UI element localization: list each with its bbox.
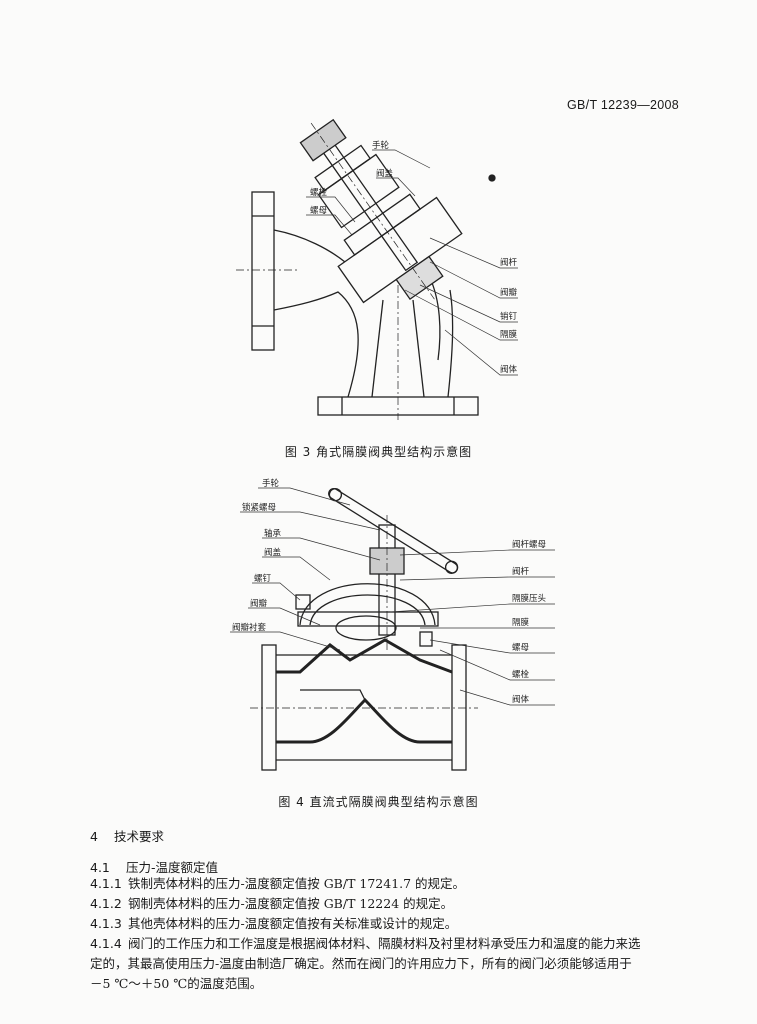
section-4-1-heading: 4.1 压力-温度额定值 [90, 857, 218, 876]
clause-number: 4.1.2 [90, 896, 122, 911]
figure-3-drawing: 手轮 阀盖 螺栓 螺母 阀杆 阀瓣 销钉 隔膜 阀体 [236, 118, 518, 420]
clause-text: 钢制壳体材料的压力-温度额定值按 GB/T 12224 的规定。 [128, 896, 454, 911]
section-number: 4.1 [90, 860, 110, 875]
fig4-label-bonnet: 阀盖 [264, 547, 282, 558]
figure-3-caption: 图 3 角式隔膜阀典型结构示意图 [284, 445, 473, 459]
fig4-label-diaphragm: 隔膜 [512, 617, 530, 628]
clause-4-1-2: 4.1.2 钢制壳体材料的压力-温度额定值按 GB/T 12224 的规定。 [90, 894, 680, 914]
clause-4-1-4-continued-2: －5 ℃～＋50 ℃的温度范围。 [90, 976, 263, 991]
clause-text: 阀门的工作压力和工作温度是根据阀体材料、隔膜材料及衬里材料承受压力和温度的能力来… [128, 936, 641, 951]
fig4-label-stem-nut: 阀杆螺母 [512, 539, 546, 550]
fig3-body-top [273, 229, 346, 263]
clause-text: 其他壳体材料的压力-温度额定值按有关标准或设计的规定。 [128, 916, 458, 931]
fig4-label-disc-liner: 阀瓣衬套 [232, 622, 267, 633]
fig3-label-stem: 阀杆 [500, 257, 518, 268]
figure-4-caption: 图 4 直流式隔膜阀典型结构示意图 [278, 795, 479, 809]
fig3-label-nut: 螺母 [310, 205, 327, 216]
standard-code: GB/T 12239—2008 [567, 98, 679, 112]
fig4-right-flange [451, 644, 467, 771]
clause-4-1-4-continued: 定的，其最高使用压力-温度由制造厂确定。然而在阀门的许用应力下，所有的阀门必须能… [90, 956, 632, 971]
clause-4-1-4: 4.1.4 阀门的工作压力和工作温度是根据阀体材料、隔膜材料及衬里材料承受压力和温… [90, 934, 680, 954]
fig4-label-lock-nut: 锁紧螺母 [242, 502, 276, 513]
fig4-compressor [335, 615, 397, 641]
clause-4-1-3: 4.1.3 其他壳体材料的压力-温度额定值按有关标准或设计的规定。 [90, 914, 680, 934]
section-4-heading: 4 技术要求 [90, 826, 164, 845]
fig3-label-diaphragm: 隔膜 [500, 329, 518, 340]
fig4-label-bearing: 轴承 [264, 528, 282, 539]
fig3-left-flange [251, 191, 275, 351]
fig4-label-screw: 螺钉 [254, 573, 272, 584]
fig4-label-disc: 阀瓣 [250, 598, 268, 609]
fig4-label-compressor: 隔膜压头 [512, 593, 547, 604]
fig3-label-disc: 阀瓣 [500, 287, 518, 298]
fig3-label-handwheel: 手轮 [372, 140, 390, 151]
fig4-label-stem: 阀杆 [512, 566, 530, 577]
fig3-label-pin: 销钉 [500, 311, 518, 322]
clause-number: 4.1.3 [90, 916, 122, 931]
section-title: 压力-温度额定值 [126, 860, 219, 875]
fig4-label-body: 阀体 [512, 694, 530, 705]
fig3-label-bolt: 螺栓 [310, 187, 328, 198]
fig4-bonnet [299, 583, 436, 626]
section-title: 技术要求 [114, 829, 165, 844]
fig4-label-nut: 螺母 [512, 642, 529, 653]
fig3-label-body: 阀体 [500, 364, 518, 375]
clause-number: 4.1.1 [90, 876, 122, 891]
clause-4-1-1: 4.1.1 铁制壳体材料的压力-温度额定值按 GB/T 17241.7 的规定。 [90, 874, 680, 894]
fig4-left-flange [261, 644, 277, 771]
clause-text: 铁制壳体材料的压力-温度额定值按 GB/T 17241.7 的规定。 [128, 876, 466, 891]
clause-number: 4.1.4 [90, 936, 122, 951]
figure-4-drawing: 手轮 锁紧螺母 轴承 阀盖 螺钉 阀瓣 阀瓣衬套 阀杆螺母 阀杆 隔膜压头 隔膜… [230, 478, 555, 771]
fig4-label-handwheel: 手轮 [262, 478, 280, 489]
section-number: 4 [90, 829, 98, 844]
fig4-label-bolt: 螺栓 [512, 669, 530, 680]
fig3-label-bonnet: 阀盖 [376, 168, 394, 179]
